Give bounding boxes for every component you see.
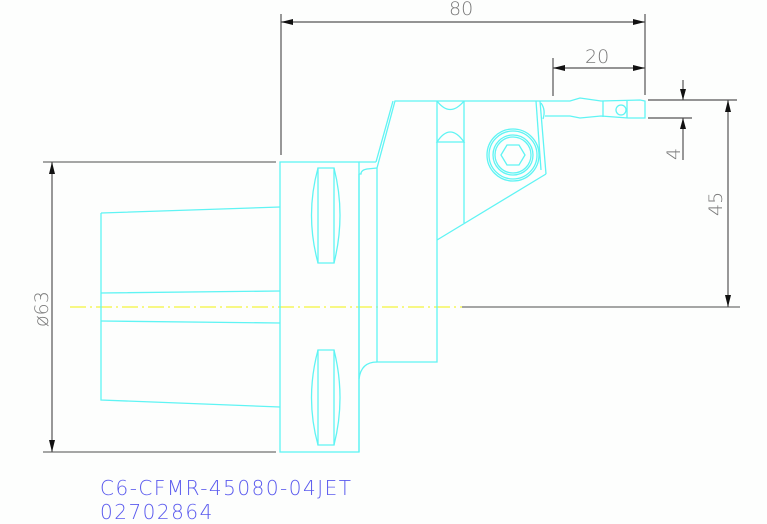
dim-80-label: 80	[449, 0, 473, 20]
part-number: C6-CFMR-45080-04JET	[100, 476, 353, 500]
dim-4-label: 4	[663, 148, 685, 160]
neck	[358, 161, 378, 452]
dimension-insert-reach: 20	[552, 46, 645, 96]
dim-45-label: 45	[705, 192, 727, 216]
clamp-screw	[486, 128, 540, 182]
dimension-diameter: ø63	[31, 161, 276, 453]
dimension-cutting-width: 4	[648, 80, 737, 160]
article-number: 02702864	[100, 500, 214, 524]
dim-20-label: 20	[585, 46, 609, 68]
dimension-center-height: 45	[705, 100, 731, 307]
shank	[100, 206, 281, 408]
head	[375, 100, 547, 363]
dim-diameter-label: ø63	[31, 291, 53, 327]
blade-insert	[540, 97, 646, 120]
dimension-overall-length: 80	[280, 0, 646, 155]
